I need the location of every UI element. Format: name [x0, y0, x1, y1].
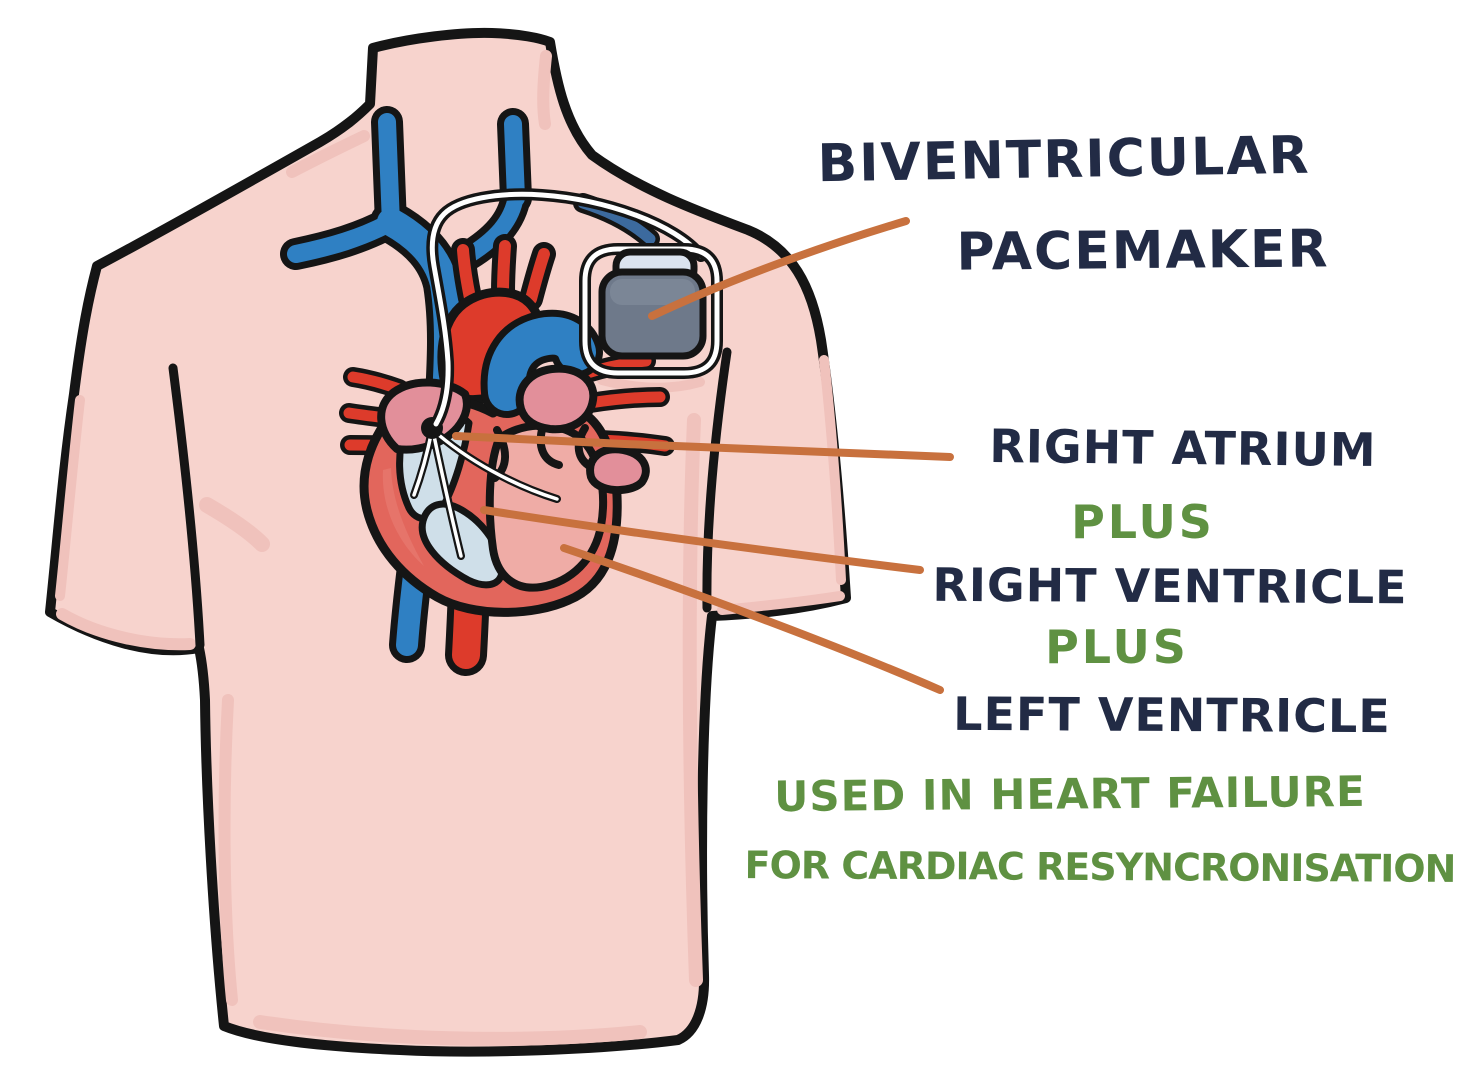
- right-atrial-appendage: [515, 364, 598, 434]
- title-line-1: BIVENTRICULAR: [817, 125, 1311, 195]
- label-left-ventricle: LEFT VENTRICLE: [953, 686, 1391, 744]
- label-right-atrium: RIGHT ATRIUM: [989, 418, 1377, 478]
- pacemaker-device-highlight: [610, 279, 695, 305]
- pulmonary-artery: [487, 316, 596, 411]
- leader-line-pacemaker: [648, 217, 910, 320]
- note-line-1: USED IN HEART FAILURE: [774, 766, 1366, 822]
- heart-wall-highlight: [382, 468, 424, 566]
- skin-shading: [55, 50, 846, 1046]
- pulmonary-vein-blob: [586, 445, 650, 495]
- wire-coil: [582, 246, 720, 376]
- note-line-2: FOR CARDIAC RESYNCRONISATION: [744, 843, 1456, 891]
- label-plus-1: PLUS: [1071, 495, 1215, 549]
- device-wire: [429, 191, 704, 427]
- armpit-creases: [168, 347, 732, 650]
- label-plus-2: PLUS: [1045, 620, 1189, 674]
- label-right-ventricle: RIGHT VENTRICLE: [932, 557, 1408, 615]
- title-line-2: PACEMAKER: [956, 219, 1330, 283]
- leader-lines: [452, 217, 954, 694]
- left-ventricle-chamber: [485, 421, 608, 592]
- leader-line-right-ventricle: [480, 506, 924, 574]
- leader-line-right-atrium: [452, 432, 954, 461]
- leader-line-left-ventricle: [560, 544, 944, 694]
